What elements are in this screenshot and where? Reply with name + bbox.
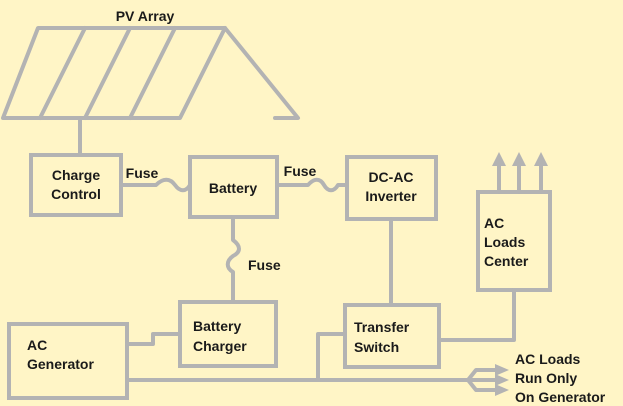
inverter-label-line2: Inverter (365, 188, 417, 204)
gen-loads-label-line2: Run Only (515, 370, 577, 386)
charge-control-box (29, 153, 123, 217)
fuse-label: Fuse (248, 257, 281, 273)
generator-to-charger-wire (125, 332, 182, 346)
ac-load-output-arrows (492, 152, 548, 194)
dc-ac-inverter-box (345, 155, 438, 221)
pv-panel-divider (38, 26, 87, 120)
charge-control-label-line2: Control (51, 186, 101, 202)
ac-loads-center-label-line1: AC (484, 215, 504, 231)
fuse-symbol (119, 177, 192, 193)
transfer-switch-label-line2: Switch (354, 339, 399, 355)
ac-generator-label-line1: AC (27, 337, 47, 353)
fuse-symbol (225, 215, 241, 302)
pv-array-label: PV Array (116, 8, 175, 24)
inverter-label-line1: DC-AC (368, 169, 413, 185)
battery-charger-box (178, 300, 278, 368)
gen-load-arrow-head (495, 364, 509, 376)
fuse-symbol (275, 177, 349, 193)
gen-load-arrow-shaft (466, 378, 499, 392)
load-arrow-head (512, 152, 526, 166)
load-arrow-head (534, 152, 548, 166)
gen-load-arrow-head (495, 384, 509, 396)
load-arrow-head (492, 152, 506, 166)
pv-panel-divider (83, 26, 132, 120)
battery-charger-label-line1: Battery (193, 318, 241, 334)
gen-loads-label-line3: On Generator (515, 389, 606, 405)
ac-generator-box (7, 322, 129, 400)
pv-array (1, 26, 300, 157)
transfer-switch-to-loads-center-wire (437, 288, 516, 342)
battery-label: Battery (209, 180, 257, 196)
generator-to-transfer-switch-wire (316, 332, 347, 382)
gen-load-arrow-head (495, 374, 509, 386)
transfer-switch-box (343, 303, 441, 369)
ac-loads-center-box (476, 190, 552, 292)
pv-panel-outline (1, 26, 227, 120)
generator-load-arrows (466, 364, 509, 396)
transfer-switch-label-line1: Transfer (354, 319, 410, 335)
gen-loads-label-line1: AC Loads (515, 351, 581, 367)
pv-panel-divider (128, 26, 177, 120)
fuse-label: Fuse (284, 163, 317, 179)
pv-array-stand (223, 26, 300, 120)
ac-loads-center-label-line2: Loads (484, 234, 525, 250)
battery-charger-label-line2: Charger (193, 338, 247, 354)
ac-generator-label-line2: Generator (27, 356, 94, 372)
gen-load-arrow-shaft (466, 368, 499, 382)
charge-control-label-line1: Charge (52, 167, 100, 183)
ac-loads-center-label-line3: Center (484, 253, 529, 269)
fuse-label: Fuse (126, 165, 159, 181)
